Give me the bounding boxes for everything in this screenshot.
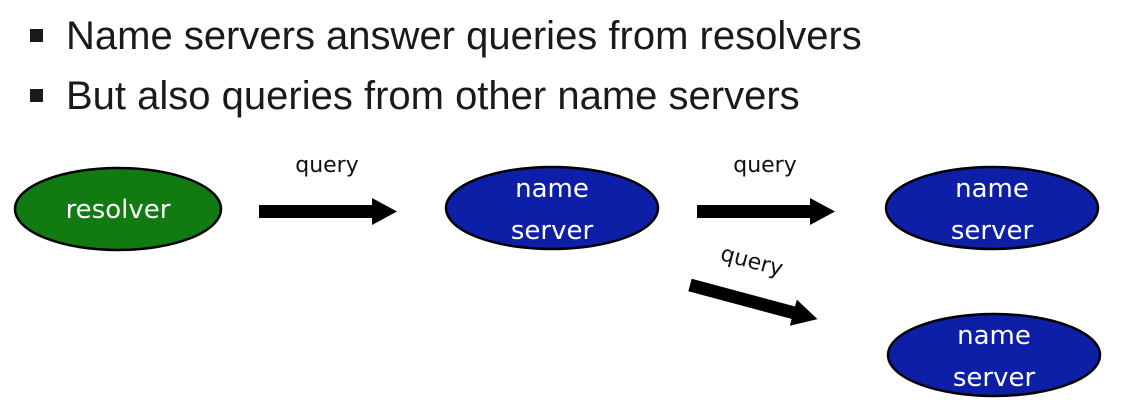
name-server-3-ellipse xyxy=(886,312,1102,398)
name-server-1-ellipse xyxy=(444,165,660,251)
query-arrow-1-label: query xyxy=(295,153,359,178)
name-server-2-ellipse xyxy=(884,165,1100,251)
resolver-label: resolver xyxy=(66,195,171,225)
query-arrow-3 xyxy=(688,278,818,326)
name-server-3-label-line2: server xyxy=(953,363,1036,393)
query-arrow-3-head xyxy=(789,299,818,326)
bullet-text-2: But also queries from other name servers xyxy=(66,74,800,118)
query-arrow-2-label: query xyxy=(733,153,797,178)
name-server-3-label-line1: name xyxy=(957,321,1031,351)
name-server-1-label-line1: name xyxy=(515,174,589,204)
query-arrow-3-label: query xyxy=(718,241,786,282)
query-arrow-2-shaft xyxy=(697,205,813,218)
query-arrow-1-head xyxy=(372,198,397,225)
query-arrow-1: query xyxy=(259,153,397,225)
name-server-node-3: name server xyxy=(886,312,1102,398)
resolver-ellipse xyxy=(13,166,223,252)
query-arrow-2-head xyxy=(810,198,835,225)
name-server-1-label-line2: server xyxy=(511,216,594,246)
query-arrow-2: query xyxy=(697,153,835,225)
name-server-2-label-line1: name xyxy=(955,174,1029,204)
query-arrow-1-shaft xyxy=(259,205,375,218)
name-server-node-2: name server xyxy=(884,165,1100,251)
resolver-node: resolver xyxy=(13,166,223,252)
query-arrow-3-shaft xyxy=(688,278,798,320)
name-server-node-1: name server xyxy=(444,165,660,251)
bullet-text-1: Name servers answer queries from resolve… xyxy=(66,14,862,58)
bullet-marker-2 xyxy=(30,89,43,102)
bullet-marker-1 xyxy=(30,29,43,42)
name-server-2-label-line2: server xyxy=(951,216,1034,246)
bullet-list: Name servers answer queries from resolve… xyxy=(30,14,862,118)
